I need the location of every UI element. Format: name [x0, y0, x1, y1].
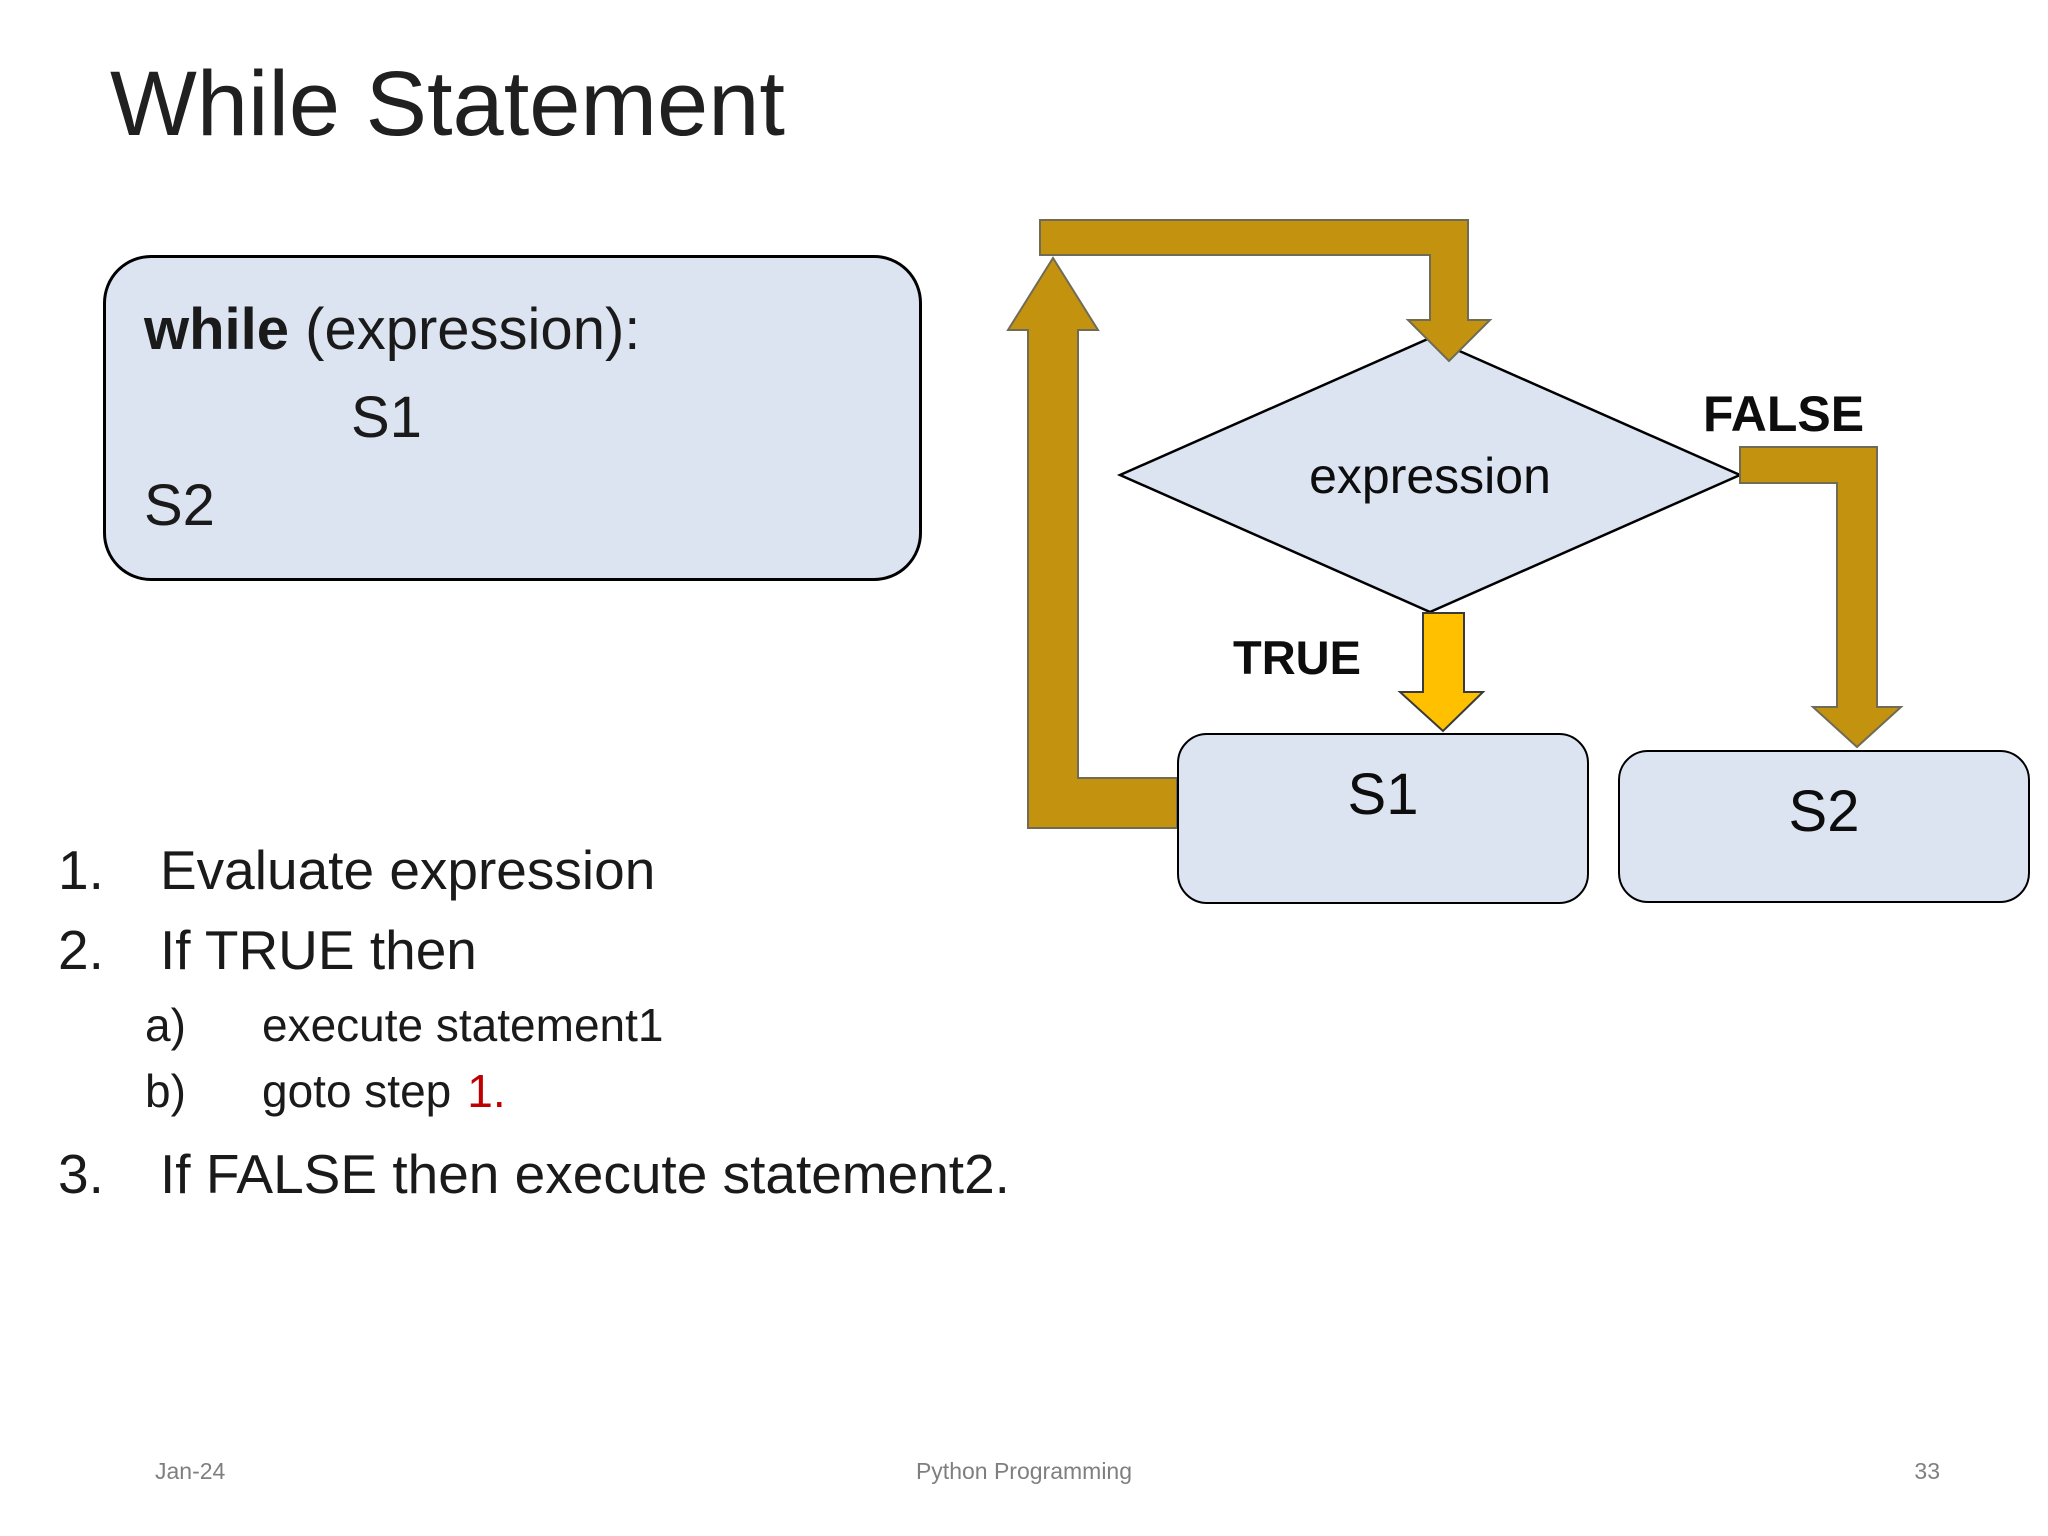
loop-top-down-arrow	[1039, 219, 1493, 363]
code-line-while: while (expression):	[144, 286, 919, 374]
while-code-box: while (expression): S1 S2	[103, 255, 922, 581]
loop-back-up-arrow	[1006, 256, 1178, 829]
step-1-text: Evaluate expression	[160, 839, 656, 901]
while-keyword: while	[144, 297, 290, 362]
step-3-number: 3.	[58, 1143, 104, 1205]
step-3-text: If FALSE then execute statement2.	[160, 1143, 1010, 1205]
footer-page-number: 33	[1914, 1458, 1940, 1484]
while-expression-text: (expression):	[289, 297, 641, 362]
true-label: TRUE	[1233, 631, 1361, 684]
step-2a-letter: a)	[145, 999, 186, 1051]
false-label: FALSE	[1703, 386, 1865, 442]
code-line-s1: S1	[351, 385, 422, 450]
diamond-label: expression	[1309, 448, 1551, 504]
step-2-number: 2.	[58, 919, 104, 981]
step-2a-text: execute statement1	[262, 999, 664, 1051]
code-line-s2: S2	[144, 473, 215, 538]
s1-box-label: S1	[1347, 762, 1419, 827]
s2-box: S2	[1618, 750, 2030, 903]
s1-box: S1	[1177, 733, 1589, 904]
step-2b-text: goto step 1.	[262, 1064, 506, 1118]
slide-title: While Statement	[110, 53, 785, 155]
step-2b-text-prefix: goto step	[262, 1065, 452, 1117]
s2-box-label: S2	[1788, 779, 1860, 844]
false-branch-arrow	[1739, 446, 1904, 749]
footer-date: Jan-24	[155, 1458, 226, 1484]
step-1-number: 1.	[58, 839, 104, 901]
step-2b-letter: b)	[145, 1065, 186, 1117]
footer-title: Python Programming	[915, 1458, 1133, 1484]
step-2b-red-reference: 1.	[467, 1065, 506, 1117]
true-branch-arrow	[1397, 612, 1486, 733]
step-2-text: If TRUE then	[160, 919, 477, 981]
